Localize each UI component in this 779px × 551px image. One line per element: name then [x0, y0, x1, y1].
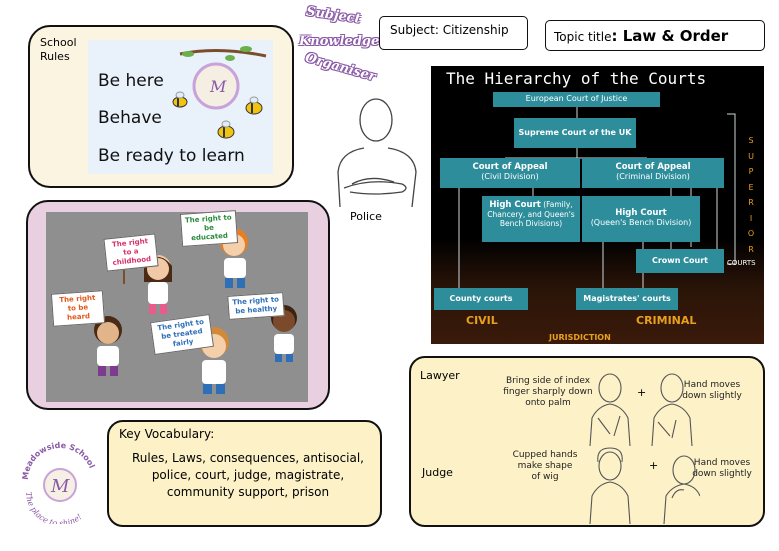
superior-letter: S: [748, 136, 754, 145]
topic-box: Topic title: Law & Order: [545, 20, 765, 51]
civil-label: CIVIL: [466, 314, 498, 327]
supreme-court-box: Supreme Court of the UK: [514, 118, 636, 148]
high-court-civil-box: High Court (Family, Chancery, and Queen'…: [482, 196, 580, 242]
topic-title: : Law & Order: [611, 27, 729, 45]
subject-box: Subject: Citizenship: [379, 16, 528, 50]
school-logo: M Meadowside School The place to shine!: [21, 441, 97, 524]
superior-letter: E: [748, 182, 754, 192]
county-courts-box: County courts: [434, 288, 528, 310]
sign-right-to-education: The right to be educated: [179, 210, 239, 247]
high-court-criminal-box: High Court(Queen's Bench Division): [582, 196, 700, 242]
appeal-civil-box: Court of Appeal(Civil Division): [440, 158, 580, 188]
judge-description-2: Hand moves down slightly: [692, 458, 752, 479]
lawyer-description-2: Hand moves down slightly: [682, 380, 742, 401]
jurisdiction-label: JURISDICTION: [549, 333, 611, 342]
courts-title: The Hierarchy of the Courts: [446, 69, 707, 88]
appeal-criminal-title: Court of Appeal: [615, 162, 691, 172]
svg-text:M: M: [50, 476, 70, 497]
sign-right-to-childhood: The right to a childhood: [103, 233, 159, 272]
magistrates-courts-box: Magistrates' courts: [576, 288, 678, 310]
topic-prefix: Topic title: [554, 30, 612, 44]
high-court-criminal-title: High Court: [615, 208, 667, 218]
police-label: Police: [350, 210, 382, 223]
lawyer-label: Lawyer: [420, 369, 460, 382]
svg-text:M: M: [209, 77, 227, 96]
rule-be-here: Be here: [98, 71, 164, 91]
superior-letter: R: [748, 198, 754, 207]
judge-description-1: Cupped hands make shape of wig: [512, 450, 578, 482]
bee-icon: [172, 91, 188, 108]
rule-be-ready: Be ready to learn: [98, 146, 245, 166]
high-court-criminal-subtitle: (Queen's Bench Division): [590, 218, 692, 227]
crown-court-box: Crown Court: [636, 249, 724, 273]
sign-right-to-health: The right to be healthy: [227, 292, 285, 320]
child-icon: [94, 316, 122, 376]
high-court-civil-title: High Court: [489, 200, 541, 210]
key-vocabulary-text: Rules, Laws, consequences, antisocial, p…: [131, 451, 364, 499]
bees-and-badge-illustration: M: [172, 46, 267, 139]
european-court-box: European Court of Justice: [493, 92, 660, 107]
superior-label: S U P E R I O R: [745, 133, 757, 257]
bee-icon: [245, 96, 263, 115]
leaf-icon: [240, 46, 252, 52]
high-court-civil-subtitle: (Family, Chancery, and Queen's Bench Div…: [487, 200, 575, 228]
sign-language-panel: [409, 356, 765, 527]
sko-word-organiser: Organiser: [303, 50, 378, 85]
leaf-icon: [225, 55, 235, 61]
lawyer-description-1: Bring side of index finger sharply down …: [503, 376, 593, 408]
sign-right-to-be-heard: The right to be heard: [50, 290, 106, 327]
judge-label: Judge: [422, 466, 453, 479]
bee-icon: [217, 120, 235, 139]
lawyer-plus: +: [637, 386, 647, 399]
superior-letter: I: [749, 213, 753, 223]
key-vocabulary-title: Key Vocabulary:: [119, 427, 215, 441]
appeal-criminal-subtitle: (Criminal Division): [616, 172, 690, 181]
school-rules-label: School Rules: [40, 36, 77, 63]
appeal-civil-subtitle: (Civil Division): [481, 172, 539, 181]
school-badge-icon: [192, 62, 240, 110]
criminal-label: CRIMINAL: [636, 314, 697, 327]
sko-word-subject: Subject: [305, 4, 362, 27]
police-sign-illustration: [337, 98, 417, 208]
appeal-civil-title: Court of Appeal: [472, 162, 548, 172]
appeal-criminal-box: Court of Appeal(Criminal Division): [582, 158, 724, 188]
sign-figures-illustration: [589, 373, 700, 525]
judge-plus: +: [649, 459, 659, 472]
superior-letter: U: [748, 151, 754, 161]
key-vocabulary-panel: [107, 420, 382, 527]
leaf-icon: [182, 51, 194, 57]
superior-letter: R: [748, 244, 754, 254]
superior-letter: O: [747, 229, 755, 238]
courts-word-label: COURTS: [727, 259, 756, 267]
superior-letter: P: [748, 167, 754, 176]
rule-behave: Behave: [98, 108, 162, 128]
sko-word-knowledge: Knowledge: [299, 34, 380, 49]
